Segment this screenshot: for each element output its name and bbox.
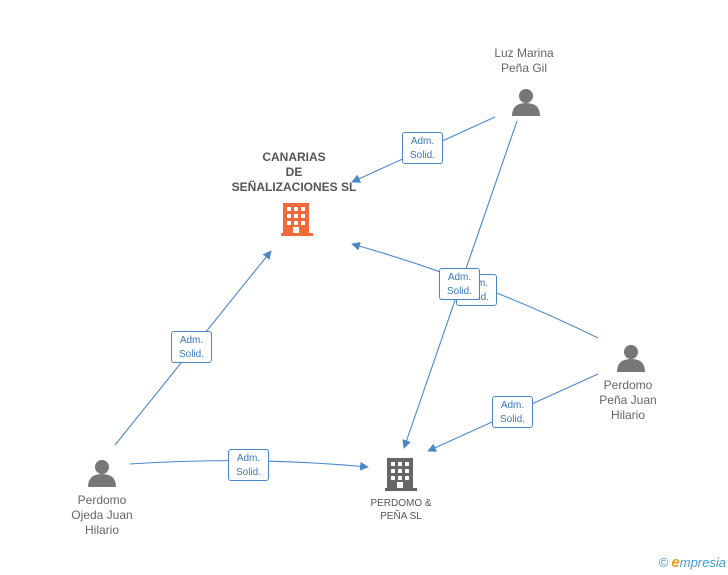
building-icon-canarias[interactable]	[281, 203, 313, 236]
ojeda-line-3: Hilario	[84, 523, 119, 537]
pena-juan-line-1: Perdomo	[603, 378, 653, 392]
edge-label-line-1: Adm.	[410, 136, 435, 147]
edge-label-line-1: Adm.	[500, 400, 525, 411]
edge-label-line-2: Solid.	[446, 286, 472, 297]
node-label-perdomo-pena-sl[interactable]: PERDOMO & PEÑA SL	[351, 497, 451, 523]
edge-label-pena-juan-canarias[interactable]: Adm. Solid.	[439, 268, 480, 300]
node-label-perdomo-pena-juan[interactable]: Perdomo Peña Juan Hilario	[578, 378, 678, 423]
pena-juan-line-3: Hilario	[610, 408, 645, 422]
ojeda-line-1: Perdomo	[77, 493, 127, 507]
canarias-line-2: DE	[285, 165, 303, 179]
edge-label-luz-canarias[interactable]: Adm. Solid.	[402, 132, 443, 164]
edge-label-ojeda-canarias[interactable]: Adm. Solid.	[171, 331, 212, 363]
canarias-line-1: CANARIAS	[262, 150, 326, 164]
ojeda-line-2: Ojeda Juan	[71, 508, 133, 522]
edge-label-pena-juan-perdomo-sl[interactable]: Adm. Solid.	[492, 396, 533, 428]
building-icon-perdomo-pena-sl[interactable]	[385, 458, 417, 491]
perdomo-sl-line-1: PERDOMO &	[370, 498, 432, 509]
canarias-line-3: SEÑALIZACIONES SL	[231, 180, 357, 194]
luz-line-1: Luz Marina	[494, 46, 554, 60]
edge-label-line-1: Adm.	[236, 453, 261, 464]
node-label-luz-marina[interactable]: Luz Marina Peña Gil	[474, 46, 574, 76]
person-icon-luz-marina[interactable]	[512, 89, 540, 116]
edge-label-line-1: Adm.	[179, 335, 204, 346]
edge-label-line-2: Solid.	[499, 414, 525, 425]
edge-label-line-1: Adm.	[447, 272, 472, 283]
brand-logo[interactable]: ©empresia	[659, 554, 726, 571]
person-icon-perdomo-pena-juan[interactable]	[617, 345, 645, 372]
edge-label-line-2: Solid.	[178, 349, 204, 360]
luz-line-2: Peña Gil	[500, 61, 548, 75]
perdomo-sl-line-2: PEÑA SL	[380, 511, 422, 522]
brand-initial: e	[671, 554, 680, 571]
edge-label-line-2: Solid.	[235, 467, 261, 478]
copyright-symbol: ©	[658, 555, 669, 570]
node-label-canarias[interactable]: CANARIAS DE SEÑALIZACIONES SL	[224, 150, 364, 195]
edge-label-line-2: Solid.	[409, 150, 435, 161]
pena-juan-line-2: Peña Juan	[599, 393, 657, 407]
edge-label-ojeda-perdomo-sl[interactable]: Adm. Solid.	[228, 449, 269, 481]
node-label-perdomo-ojeda[interactable]: Perdomo Ojeda Juan Hilario	[52, 493, 152, 538]
brand-name: mpresia	[679, 555, 726, 570]
person-icon-perdomo-ojeda[interactable]	[88, 460, 116, 487]
